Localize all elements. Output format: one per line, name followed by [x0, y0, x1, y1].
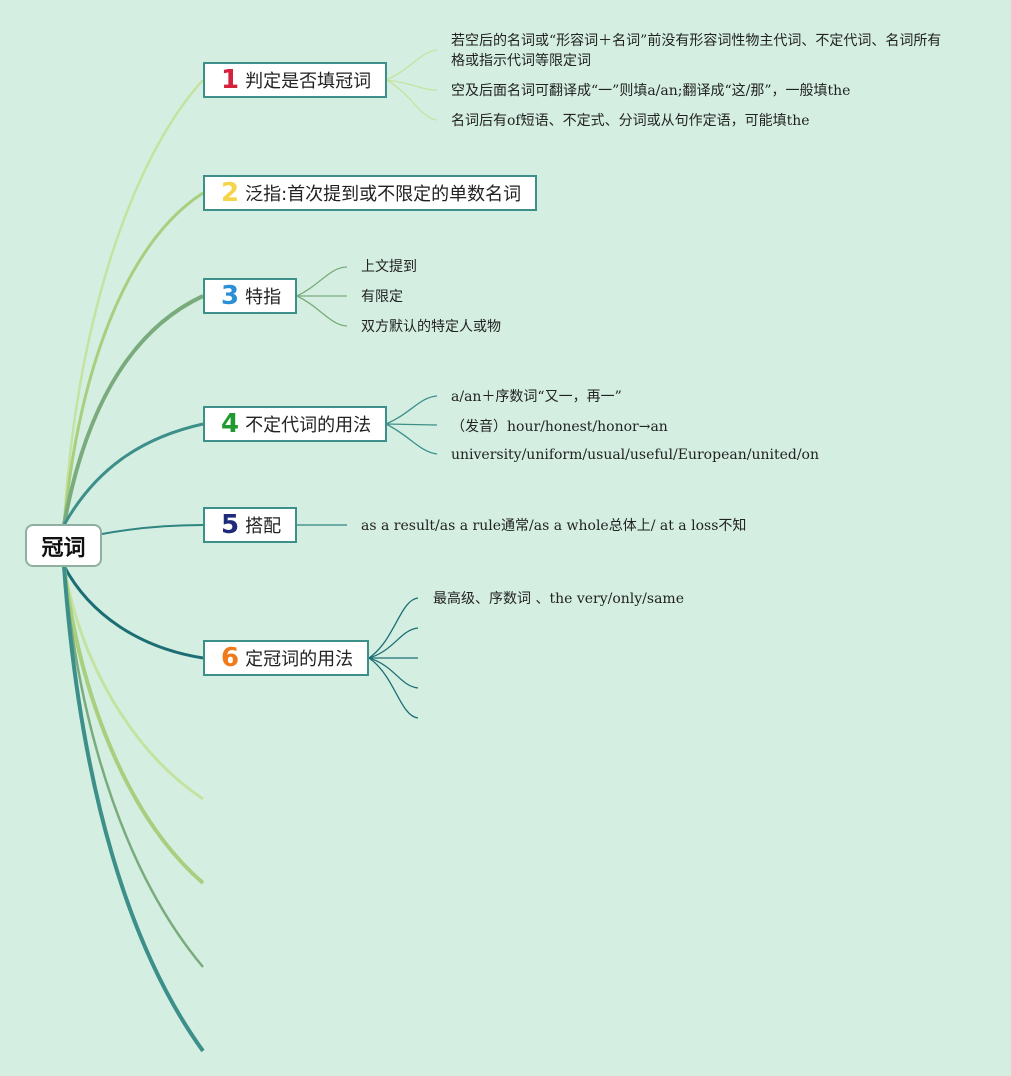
leaf-4-2[interactable]: （发音）hour/honest/honor→an: [451, 419, 668, 435]
leaf-connector-3-1: [296, 266, 348, 297]
topic-node-4[interactable]: 4 不定代词的用法: [203, 406, 388, 442]
topic-number-4: 4: [221, 409, 240, 439]
branch-empty-1: [62, 565, 204, 801]
leaf-3-2[interactable]: 有限定: [361, 289, 403, 305]
leaf-1-1[interactable]: 若空后的名词或“形容词＋名词”前没有形容词性物主代词、不定代词、名词所有格或指示…: [451, 33, 942, 69]
branch-topic-2: [62, 191, 204, 526]
root-label: 冠词: [41, 535, 86, 561]
branch-topic-3: [62, 294, 204, 526]
topic-label-5: 搭配: [245, 516, 282, 537]
leaf-connector-3-3: [296, 295, 348, 327]
topic-label-3: 特指: [245, 287, 282, 308]
leaf-connector-1-3: [385, 79, 438, 121]
branch-topic-6: [62, 565, 204, 660]
leaf-connector-6-1: [368, 597, 419, 659]
topic-number-3: 3: [221, 281, 240, 311]
leaf-4-3[interactable]: university/uniform/usual/useful/European…: [451, 447, 819, 463]
topic-label-6: 定冠词的用法: [245, 649, 354, 670]
branch-empty-2: [62, 565, 205, 885]
leaf-1-3[interactable]: 名词后有of短语、不定式、分词或从句作定语，可能填the: [451, 113, 810, 129]
leaf-connector-4-1: [385, 395, 438, 425]
branch-topic-4: [62, 422, 204, 526]
leaf-connector-6-5: [368, 657, 419, 719]
topic-node-2[interactable]: 2 泛指:首次提到或不限定的单数名词: [203, 175, 538, 211]
topic-node-6[interactable]: 6 定冠词的用法: [203, 640, 370, 676]
leaf-connector-1-1: [385, 49, 438, 81]
topic-number-6: 6: [221, 643, 240, 673]
topic-node-1[interactable]: 1 判定是否填冠词: [203, 62, 388, 98]
branch-empty-4: [62, 565, 205, 1053]
topic-node-3[interactable]: 3 特指: [203, 278, 298, 314]
leaf-connector-4-2: [385, 423, 438, 426]
leaf-connector-1-2: [385, 79, 438, 91]
leaf-connector-6-4: [368, 657, 419, 689]
topic-number-5: 5: [221, 510, 240, 540]
leaf-connector-6-2: [368, 627, 419, 659]
root-node[interactable]: 冠词: [25, 524, 102, 567]
leaf-3-1[interactable]: 上文提到: [361, 259, 417, 275]
branch-topic-5: [101, 524, 204, 535]
leaf-connector-4-3: [385, 423, 438, 455]
topic-label-4: 不定代词的用法: [245, 415, 372, 436]
topic-number-1: 1: [221, 65, 240, 95]
leaf-6-1[interactable]: 最高级、序数词 、the very/only/same: [433, 591, 684, 607]
topic-label-1: 判定是否填冠词: [245, 71, 372, 92]
topic-number-2: 2: [221, 178, 240, 208]
branch-topic-1: [62, 79, 204, 526]
leaf-5-1[interactable]: as a result/as a rule通常/as a whole总体上/ a…: [361, 518, 747, 534]
leaf-3-3[interactable]: 双方默认的特定人或物: [361, 319, 501, 335]
leaf-1-2[interactable]: 空及后面名词可翻译成“一”则填a/an;翻译成“这/那”，一般填the: [451, 83, 851, 99]
branch-empty-3: [62, 565, 204, 968]
topic-node-5[interactable]: 5 搭配: [203, 507, 298, 543]
topic-label-2: 泛指:首次提到或不限定的单数名词: [245, 184, 522, 205]
leaf-4-1[interactable]: a/an＋序数词“又一，再一”: [451, 389, 622, 405]
